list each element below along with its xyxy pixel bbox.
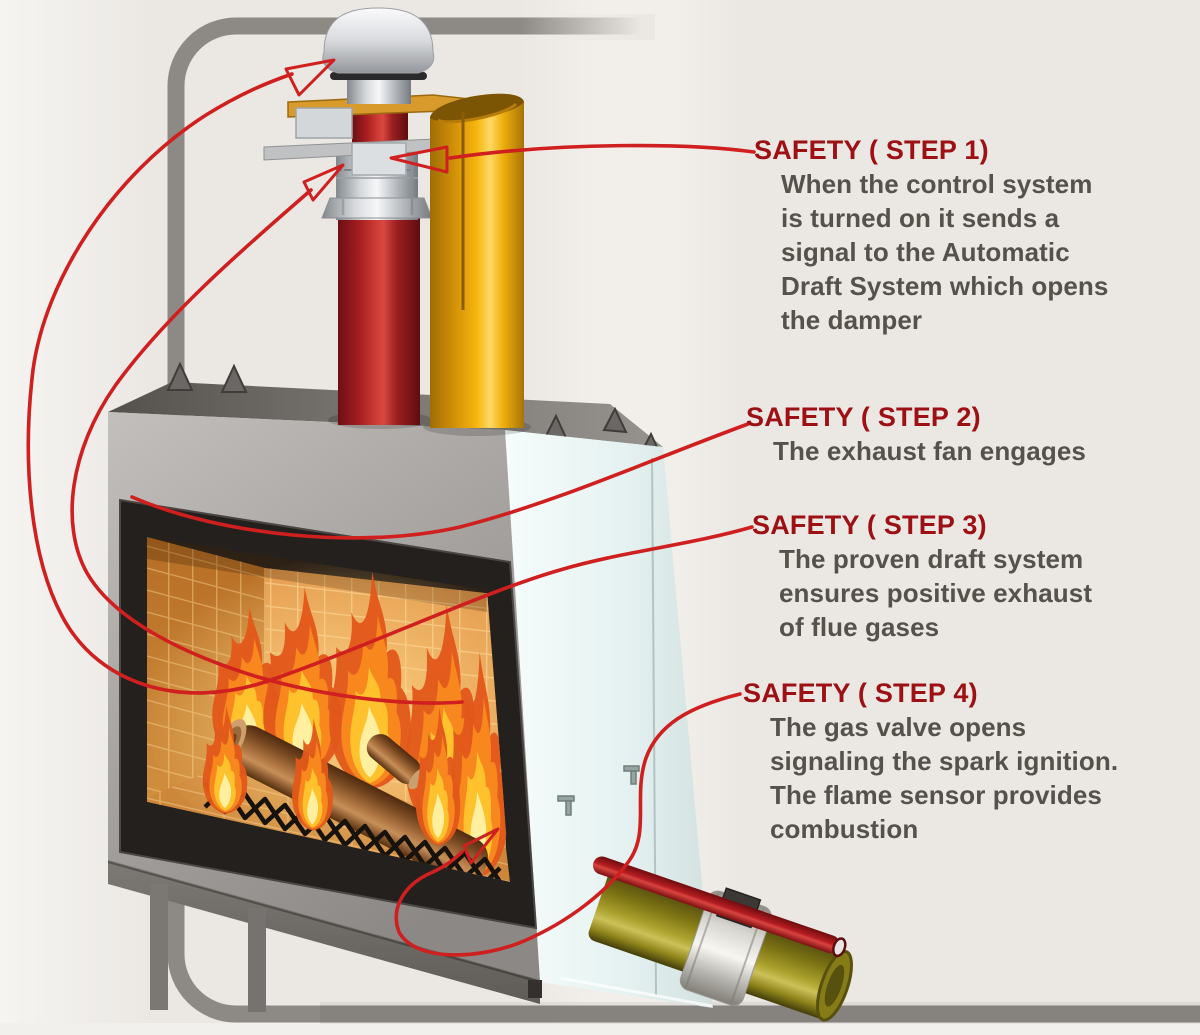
bracket-loop-line <box>70 188 464 705</box>
yellow-vent-pipe <box>430 93 524 428</box>
log-grate <box>203 781 502 882</box>
step-2-body: The exhaust fan engages <box>773 436 1086 466</box>
step-1-body: When the control system is turned on it … <box>781 169 1109 335</box>
step-4-body: The gas valve opens signaling the spark … <box>770 712 1119 844</box>
cabinet-side-face <box>505 430 713 1008</box>
step-3-heading: SAFETY ( STEP 3) <box>752 510 987 540</box>
damper-actuator-box <box>351 142 407 176</box>
safety-step-3: SAFETY ( STEP 3) The proven draft system… <box>752 509 1092 644</box>
step-1-heading: SAFETY ( STEP 1) <box>754 135 989 165</box>
frame-fade <box>520 14 655 40</box>
annotation-lines <box>26 58 756 957</box>
spark-ignition-pipe <box>592 856 840 954</box>
burner-arrowhead <box>462 827 500 865</box>
safety-step-4: SAFETY ( STEP 4) The gas valve opens sig… <box>743 677 1118 846</box>
cap-arrowhead <box>284 58 336 97</box>
step1-pointer-line <box>448 143 756 160</box>
damper-assembly <box>263 94 471 176</box>
side-face-clips <box>557 765 640 816</box>
step-2-heading: SAFETY ( STEP 2) <box>746 402 981 432</box>
chimney-stack <box>263 7 531 436</box>
chimney-cap <box>322 7 435 104</box>
safety-step-1: SAFETY ( STEP 1) When the control system… <box>754 134 1108 337</box>
step-4-heading: SAFETY ( STEP 4) <box>743 678 978 708</box>
firebox <box>119 498 538 930</box>
cabinet-leg <box>150 884 168 1010</box>
step4-pointer-line <box>394 692 742 957</box>
cabinet-base <box>108 860 540 1004</box>
safety-step-2: SAFETY ( STEP 2) The exhaust fan engages <box>746 401 1086 468</box>
step1-arrowhead <box>389 145 449 174</box>
flue-red-pipe <box>338 215 420 425</box>
gas-line-assembly <box>588 856 853 1022</box>
step-3-body: The proven draft system ensures positive… <box>779 544 1093 642</box>
step3-loop-line <box>26 72 754 695</box>
step2-pointer-line <box>130 422 750 540</box>
bracket-arrowhead <box>302 163 345 202</box>
